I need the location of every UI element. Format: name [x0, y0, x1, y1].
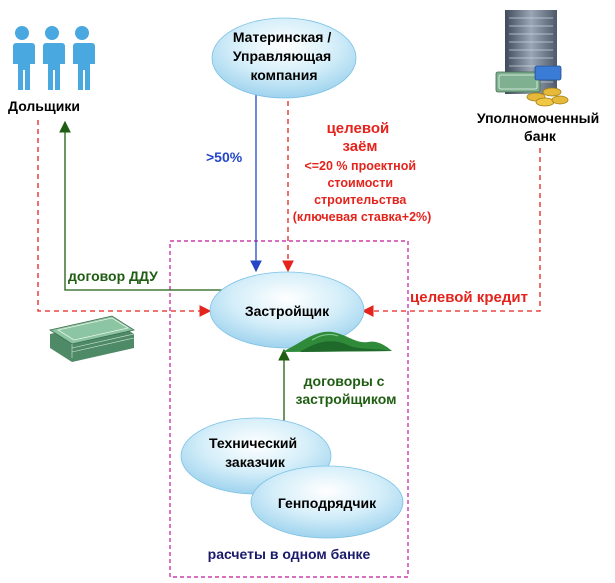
people-group-icon — [12, 26, 95, 90]
ddu-contract-label: договор ДДУ — [68, 268, 158, 284]
ddu-contract-arrow — [59, 120, 232, 291]
equity-share-label: >50% — [206, 149, 243, 165]
svg-text:Генподрядчик: Генподрядчик — [278, 495, 377, 511]
bank-label: Уполномоченный банк — [477, 110, 603, 144]
general-contractor-node: Генподрядчик — [250, 465, 404, 539]
svg-text:Застройщик: Застройщик — [245, 303, 330, 319]
developer-node: Застройщик — [209, 271, 365, 349]
land-plot-icon — [282, 331, 392, 352]
parent-company-node: Материнская / Управляющая компания — [211, 17, 357, 99]
settlement-boundary — [169, 240, 409, 578]
svg-text:Материнская / Управляюща: Материнская / Управляющая компания — [233, 29, 335, 83]
settlement-boundary-label: расчеты в одном банке — [208, 546, 371, 562]
target-loan-details: <=20 % проектной стоимости строительства… — [293, 159, 432, 224]
target-credit-label: целевой кредит — [410, 289, 528, 306]
investors-label: Дольщики — [8, 98, 80, 114]
target-loan-title: целевой заём — [327, 120, 394, 155]
svg-text:Технический заказчик: Технический заказчик — [209, 435, 301, 470]
money-stack-icon — [48, 315, 136, 362]
target-credit-arrow — [361, 148, 541, 317]
bank-building-icon — [495, 10, 569, 107]
developer-contracts-label: договоры с застройщиком — [296, 373, 397, 407]
investor-payment-arrow — [37, 120, 212, 317]
